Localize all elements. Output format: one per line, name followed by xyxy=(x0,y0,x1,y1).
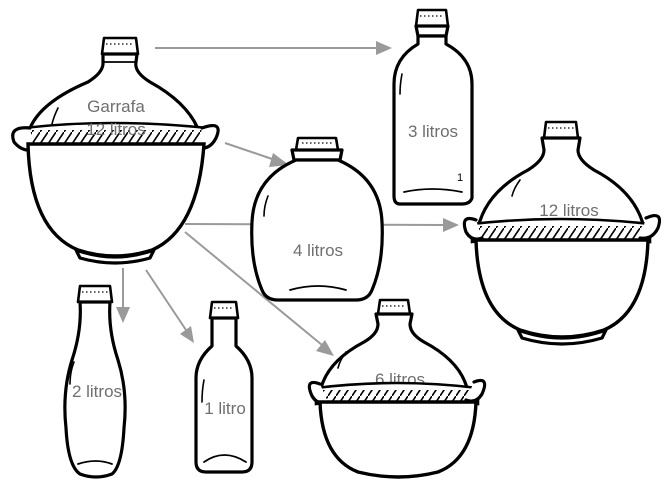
arrow-to-4-litros xyxy=(225,143,289,167)
bottle-1-label: 1 litro xyxy=(204,399,246,418)
source-demijohn: Garrafa 12 litros xyxy=(13,38,218,263)
bottle-2-label: 2 litros xyxy=(72,382,122,401)
cork-icon xyxy=(296,138,338,150)
demijohn-12-litros: 12 litros xyxy=(464,122,659,344)
bottle-3-mark: 1 xyxy=(457,172,463,184)
demijohn-12-label: 12 litros xyxy=(539,201,599,220)
source-label-line2: 12 litros xyxy=(86,120,146,139)
cork-icon xyxy=(210,302,238,318)
arrow-to-3-litros xyxy=(155,41,392,55)
source-label-line1: Garrafa xyxy=(87,97,145,116)
bottle-3-label: 3 litros xyxy=(408,122,458,141)
arrow-to-1-litro xyxy=(146,270,194,343)
bottle-2-litros: 2 litros xyxy=(65,286,125,477)
arrow-to-2-litros xyxy=(116,268,130,323)
cork-icon xyxy=(78,286,112,302)
flask-4-label: 4 litros xyxy=(293,241,343,260)
cork-icon xyxy=(544,122,578,138)
cork-icon xyxy=(102,38,138,54)
cork-icon xyxy=(416,10,448,26)
bottle-3-litros: 3 litros 1 xyxy=(394,10,472,204)
cork-icon xyxy=(378,300,410,314)
demijohn-6-litros: 6 litros xyxy=(309,300,484,477)
bottle-1-litro: 1 litro xyxy=(196,302,252,472)
